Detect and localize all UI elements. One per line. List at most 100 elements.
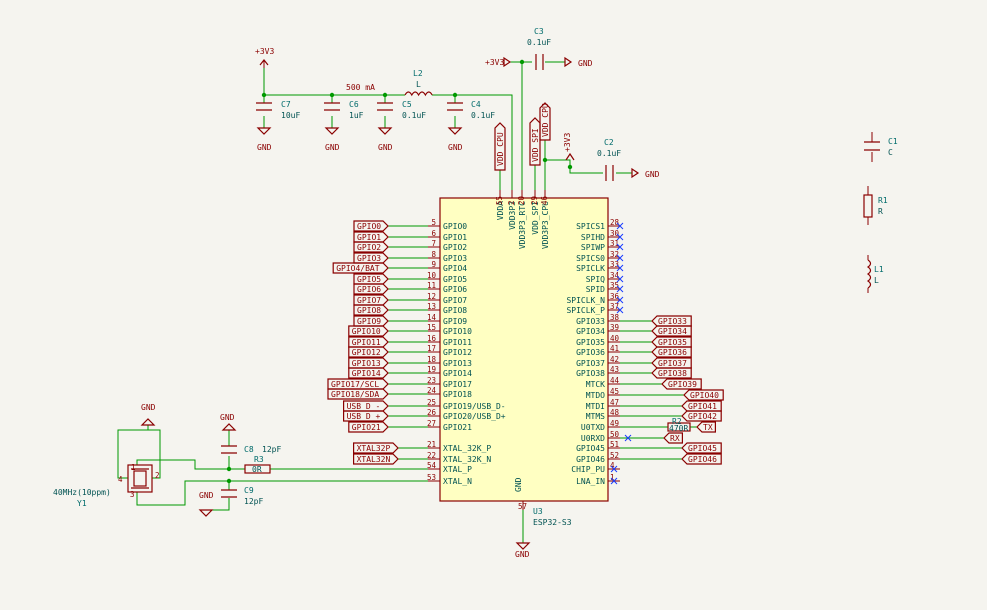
u3-pin-gpio4-num: 9 [431,260,436,269]
u3-pin-gpio9-num: 14 [427,313,437,322]
net-label-rx-shape [663,432,683,444]
capacitor-c1[interactable]: C1 C [864,132,898,162]
net-label-gpio2-shape [353,241,389,253]
net-label-gpio4-bat: GPIO4/BAT [336,264,380,273]
u3-pin-gpio34-name: GPIO34 [576,327,605,336]
u3-pin-gpio38-num: 43 [610,365,619,374]
u3-pin-vdd3p3-cpu-num: 46 [540,195,549,205]
net-label-gpio0: GPIO0 [357,222,381,231]
power-3v3-left: +3V3 [255,47,274,68]
net-label-gpio21-shape [348,421,389,433]
svg-text:0.1uF: 0.1uF [471,111,495,120]
resistor-r1[interactable]: R1 R [863,186,888,225]
u3-pin-xtal-p-name: XTAL_P [443,465,472,474]
u3-pin-gpio1-num: 6 [431,229,436,238]
no-connect-mark [616,243,624,251]
u3-pin-chip-pu-name: CHIP_PU [571,465,605,474]
u3-pin-gpio35-num: 40 [610,334,620,343]
crystal-y1[interactable]: 4 2 3 1 40MHz(10ppm) Y1 [53,463,160,508]
u3-pin-spid-name: SPID [586,285,605,294]
u3-pin-u0txd-num: 49 [610,419,619,428]
u3-pin-xtal-p-num: 54 [427,461,437,470]
u3-pin-gpio13-name: GPIO13 [443,359,472,368]
svg-text:L1: L1 [874,265,884,274]
u3-pin-xtal-32k-p-num: 21 [427,440,436,449]
svg-text:10uF: 10uF [281,111,300,120]
net-label-usb-d: USB_D + [347,412,381,421]
u3-pin-vdda-num: 55 [495,196,504,205]
net-label-gpio3-shape [353,252,389,264]
net-label-gpio6: GPIO6 [357,285,381,294]
u3-pin-vdda-name: VDDA [496,201,505,220]
net-label-gpio3: GPIO3 [357,254,381,263]
net-label-gpio17-scl-shape [327,378,389,390]
u3-pin-vdd3p3-rtc-num: 20 [517,195,526,205]
no-connect-mark [616,306,624,314]
u3-pin-u0rxd-name: U0RXD [581,434,605,443]
net-label-vdd-cpu-a: VDD_CPU [494,122,506,171]
u3-pin-gpio36-name: GPIO36 [576,348,605,357]
u3-pin-gpio0-name: GPIO0 [443,222,467,231]
svg-text:L: L [416,80,421,89]
svg-text:40MHz(10ppm): 40MHz(10ppm) [53,488,111,497]
u3-pin-gpio7-num: 12 [427,292,436,301]
inductor-l2[interactable]: L2 L 500 mA [346,69,433,97]
u3-pin-spiwp-num: 31 [610,239,619,248]
u3-pin-spiclk-n-name: SPICLK_N [566,296,605,305]
net-label-gpio36-shape [651,346,692,358]
resistor-r2[interactable]: R2 470R [667,417,691,433]
gnd-label-c8: GND [220,413,235,422]
net-label-gpio7-shape [353,294,389,306]
u3-pin-mtms-num: 48 [610,408,620,417]
capacitor-c7[interactable]: C7 10uF [256,100,300,120]
capacitor-c4[interactable]: C4 0.1uF [447,100,495,120]
u3-pin-lna-in-name: LNA_IN [576,477,605,486]
net-label-xtal32p-shape [353,442,399,454]
gnd-label-y1: GND [141,403,156,412]
gnd-symbols [140,56,640,550]
svg-text:R: R [878,207,883,216]
capacitor-c6[interactable]: C6 1uF [324,100,364,120]
net-label-gpio5-shape [353,273,389,285]
net-label-gpio45: GPIO45 [688,444,717,453]
resistor-r3[interactable]: R3 0R [244,455,271,474]
u3-pin-gpio34-num: 39 [610,323,619,332]
u3-pin-spihd-num: 30 [610,229,620,238]
net-label-gpio8: GPIO8 [357,306,381,315]
net-label-gpio34-shape [651,325,692,337]
svg-text:R2: R2 [672,417,682,426]
gnd-label-c3: GND [578,59,593,68]
net-label-usb-d-shape [343,400,389,412]
u3-pin-spics1-num: 28 [610,218,620,227]
capacitor-c9[interactable]: C9 12pF [221,486,263,506]
svg-text:VDD_SPI: VDD_SPI [531,128,540,162]
u3-pin-gpio20-usb-d-num: 26 [427,408,437,417]
svg-text:1uF: 1uF [349,111,364,120]
net-label-gpio37: GPIO37 [658,359,687,368]
no-connect-mark [616,296,624,304]
svg-text:C1: C1 [888,137,898,146]
u3-pin-vdd-spi-num: 29 [530,196,539,205]
svg-text:L: L [874,276,879,285]
net-label-gpio6-shape [353,283,389,295]
capacitor-c5[interactable]: C5 0.1uF [377,100,426,120]
inductor-l1[interactable]: L1 L [866,255,884,293]
u3-pin-vdd3p3-name: VDD3P3 [508,201,517,230]
net-label-vdd-spi: VDD_SPI [529,117,541,166]
inductor-l2-current: 500 mA [346,83,375,92]
gnd-label-c6: GND [325,143,340,152]
capacitor-c2[interactable]: C2 0.1uF [597,138,621,181]
svg-text:C8: C8 [244,445,254,454]
capacitor-c8[interactable]: C8 12pF [221,445,281,454]
capacitor-c3[interactable]: C3 0.1uF [527,27,551,70]
u3-pin-gpio6-num: 11 [427,281,436,290]
u3-pin-gpio19-usb-d-num: 25 [427,398,436,407]
net-label-gpio14: GPIO14 [352,369,381,378]
u3-pin-gpio37-name: GPIO37 [576,359,605,368]
u3-pin-gpio46-name: GPIO46 [576,455,605,464]
svg-text:0.1uF: 0.1uF [597,149,621,158]
svg-text:VDD_CPU: VDD_CPU [541,103,550,137]
u3-pin-gpio8-name: GPIO8 [443,306,467,315]
